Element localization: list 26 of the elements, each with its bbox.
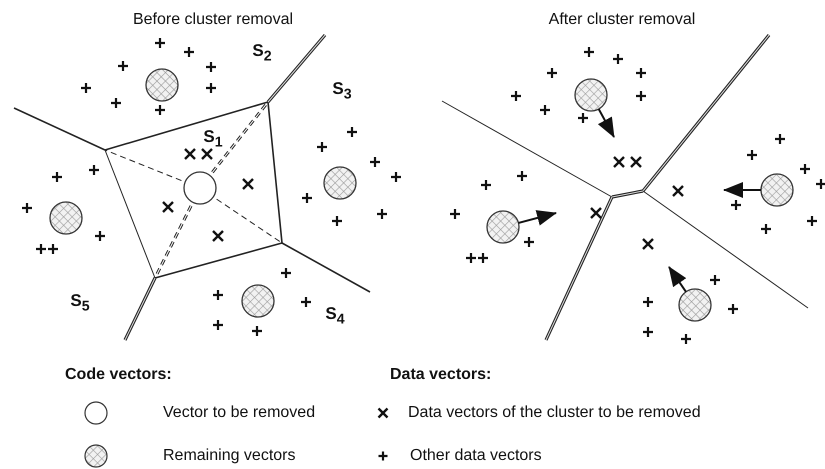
code-vector-circle bbox=[49, 201, 83, 235]
arrow bbox=[518, 210, 557, 226]
region-label: S$_{1}$ bbox=[203, 128, 223, 150]
code-vector-circle bbox=[241, 284, 275, 318]
code-vector-circle bbox=[760, 173, 794, 207]
heading: After cluster removal bbox=[548, 12, 696, 28]
code-vector-circle bbox=[323, 166, 357, 200]
code-vector-circle bbox=[574, 78, 608, 112]
code-vector-circle bbox=[486, 210, 520, 244]
legend-label: Other data vectors bbox=[410, 448, 542, 464]
legend-heading: Data vectors: bbox=[390, 367, 492, 383]
region-label: S$_{5}$ bbox=[70, 292, 90, 314]
legend-label: Data vectors of the cluster to be removed bbox=[408, 405, 701, 421]
legend-heading: Code vectors: bbox=[65, 367, 172, 383]
arrow bbox=[668, 266, 687, 292]
region-label: S$_{2}$ bbox=[252, 42, 272, 64]
heading: Before cluster removal bbox=[132, 12, 294, 28]
arrow bbox=[598, 108, 615, 138]
legend-label: Remaining vectors bbox=[163, 448, 296, 464]
region-label: S$_{4}$ bbox=[325, 304, 345, 326]
code-vector-circle bbox=[145, 68, 179, 102]
legend-label: Vector to be removed bbox=[163, 405, 316, 421]
removed-vector-circle bbox=[183, 171, 217, 205]
arrow bbox=[723, 182, 761, 198]
code-vector-circle bbox=[678, 288, 712, 322]
region-label: S$_{3}$ bbox=[332, 80, 352, 102]
